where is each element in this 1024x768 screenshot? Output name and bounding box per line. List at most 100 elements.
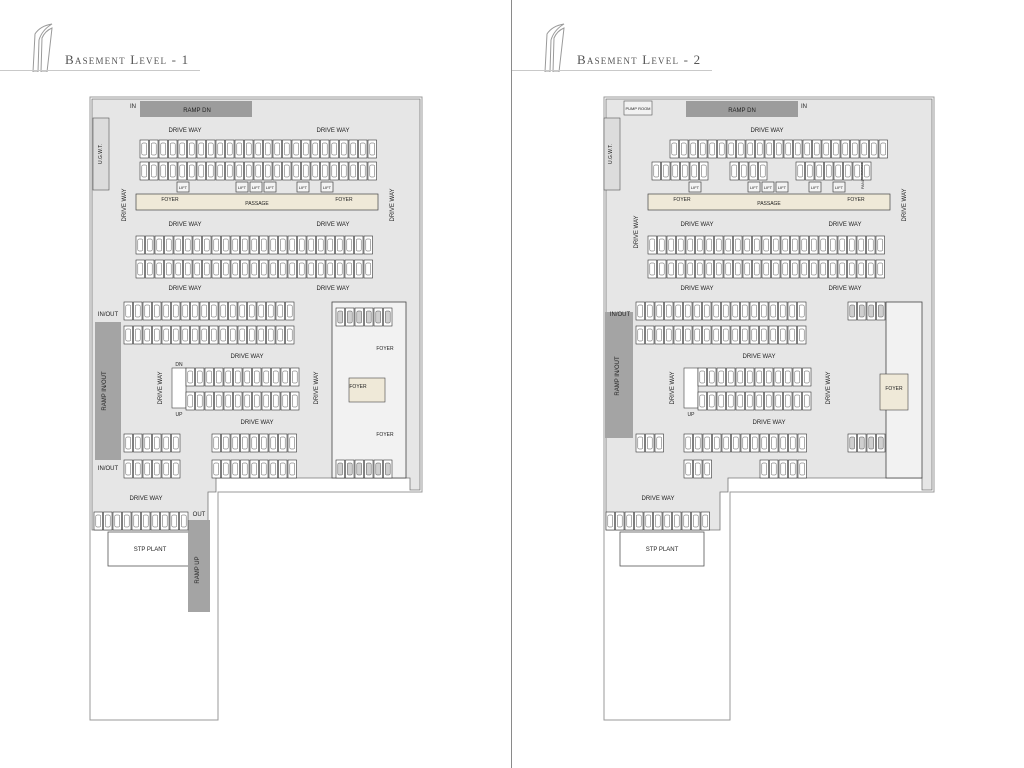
car-icon <box>230 304 236 318</box>
car-icon <box>318 238 324 252</box>
car-icon <box>265 164 271 178</box>
car-icon <box>293 164 299 178</box>
car-icon <box>668 238 674 252</box>
car-icon <box>135 462 141 476</box>
car-icon <box>663 164 669 178</box>
car-icon <box>154 328 160 342</box>
foyer-label: FOYER <box>161 197 179 203</box>
car-icon <box>695 436 701 450</box>
svg-text:LIFT: LIFT <box>691 185 700 190</box>
drive-way-label: DRIVE WAY <box>902 188 908 221</box>
page-basement-level-1: Basement Level - 1 RAMP DN IN U.G.W.T. D… <box>0 0 511 768</box>
car-icon <box>704 462 710 476</box>
tower-foyer <box>879 373 909 411</box>
car-icon <box>273 370 279 384</box>
car-icon <box>737 370 743 384</box>
car-icon <box>761 304 767 318</box>
svg-text:LIFT: LIFT <box>750 185 759 190</box>
car-icon <box>685 304 691 318</box>
lift-core: LIFT <box>320 181 334 193</box>
drive-way-label: DRIVE WAY <box>122 188 128 221</box>
car-icon <box>299 262 305 276</box>
car-icon <box>835 164 841 178</box>
car-icon <box>385 462 391 476</box>
car-icon <box>839 238 845 252</box>
foyer-label: FOYER <box>885 386 903 392</box>
out-label: OUT <box>193 512 206 518</box>
ramp-dn <box>140 101 252 117</box>
car-icon <box>747 394 753 408</box>
car-icon <box>761 436 767 450</box>
car-icon <box>185 238 191 252</box>
car-icon <box>312 164 318 178</box>
lift-core: LIFT <box>761 181 775 193</box>
car-icon <box>744 262 750 276</box>
car-icon <box>804 394 810 408</box>
drive-way-label: DRIVE WAY <box>828 286 861 292</box>
car-icon <box>350 142 356 156</box>
car-icon <box>845 164 851 178</box>
car-icon <box>303 164 309 178</box>
car-icon <box>801 262 807 276</box>
drive-way-label: DRIVE WAY <box>680 222 713 228</box>
car-icon <box>709 394 715 408</box>
car-icon <box>223 262 229 276</box>
car-icon <box>725 262 731 276</box>
car-icon <box>147 262 153 276</box>
car-icon <box>763 238 769 252</box>
car-icon <box>331 142 337 156</box>
drive-way-label: DRIVE WAY <box>168 128 201 134</box>
car-icon <box>135 328 141 342</box>
car-icon <box>797 164 803 178</box>
car-icon <box>239 328 245 342</box>
pump-room <box>623 100 653 116</box>
car-icon <box>833 142 839 156</box>
car-icon <box>124 514 130 528</box>
car-icon <box>244 370 250 384</box>
car-icon <box>801 238 807 252</box>
ugwt-label: U.G.W.T. <box>608 144 614 164</box>
car-icon <box>826 164 832 178</box>
car-icon <box>656 304 662 318</box>
car-icon <box>280 262 286 276</box>
car-icon <box>685 436 691 450</box>
car-icon <box>709 142 715 156</box>
car-icon <box>649 262 655 276</box>
car-icon <box>858 262 864 276</box>
car-icon <box>699 370 705 384</box>
car-icon <box>761 462 767 476</box>
page-basement-level-2: Basement Level - 2 PUMP ROOM RAMP DN IN … <box>512 0 1023 768</box>
drive-way-label: DRIVE WAY <box>230 354 263 360</box>
car-icon <box>780 462 786 476</box>
car-icon <box>163 462 169 476</box>
car-icon <box>719 142 725 156</box>
car-icon <box>716 262 722 276</box>
car-icon <box>668 262 674 276</box>
car-icon <box>695 462 701 476</box>
car-icon <box>206 370 212 384</box>
car-icon <box>163 328 169 342</box>
car-icon <box>204 238 210 252</box>
car-icon <box>360 142 366 156</box>
car-icon <box>697 238 703 252</box>
stair-dn-label: DN <box>175 362 183 368</box>
car-icon <box>820 262 826 276</box>
car-icon <box>223 462 229 476</box>
car-icon <box>287 328 293 342</box>
staircase <box>171 367 187 409</box>
car-icon <box>653 164 659 178</box>
car-icon <box>182 304 188 318</box>
car-icon <box>754 238 760 252</box>
drive-way-label: DRIVE WAY <box>129 496 162 502</box>
car-icon <box>181 514 187 528</box>
ramp-in-out-label: RAMP IN/OUT <box>102 371 108 411</box>
car-icon <box>211 304 217 318</box>
stp-plant <box>619 531 705 567</box>
svg-text:LIFT: LIFT <box>323 185 332 190</box>
car-icon <box>170 142 176 156</box>
car-icon <box>697 262 703 276</box>
car-icon <box>675 328 681 342</box>
car-icon <box>246 164 252 178</box>
car-icon <box>366 462 372 476</box>
ugwt-tank <box>603 117 621 191</box>
